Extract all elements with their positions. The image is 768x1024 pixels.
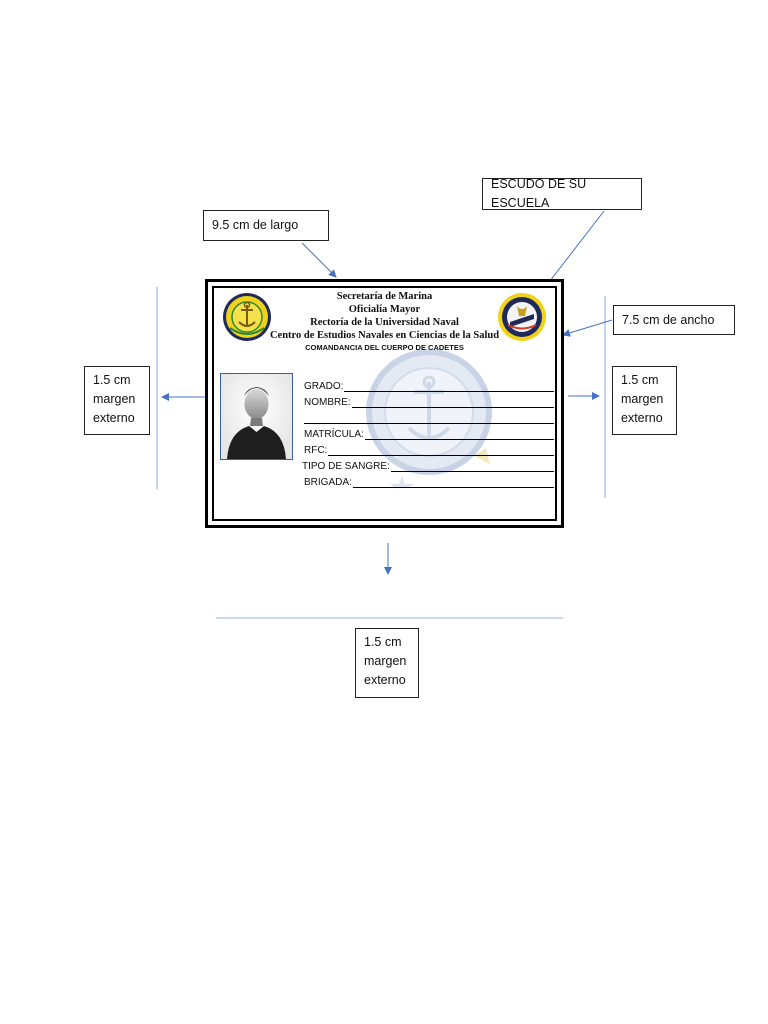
right-margin-callout: 1.5 cm margen externo: [612, 366, 677, 435]
field-matricula-line[interactable]: [364, 439, 554, 440]
length-callout-text: 9.5 cm de largo: [212, 218, 299, 232]
field-matricula-label: MATRÍCULA:: [304, 429, 364, 440]
left-margin-callout: 1.5 cm margen externo: [84, 366, 150, 435]
right-margin-line-1: 1.5 cm: [621, 373, 659, 387]
card-header: Secretaría de Marina Oficialía Mayor Rec…: [259, 290, 510, 353]
width-callout: 7.5 cm de ancho: [613, 305, 735, 335]
photo-placeholder: [220, 373, 293, 460]
field-nombre-label: NOMBRE:: [304, 397, 351, 408]
header-line-1: Secretaría de Marina: [336, 291, 433, 302]
field-grado: GRADO:: [304, 379, 554, 395]
field-tipo-de-sangre-label: TIPO DE SANGRE:: [302, 461, 390, 472]
bottom-margin-line-3: externo: [364, 673, 406, 687]
card-fields: GRADO: NOMBRE: MATRÍCULA: RFC: TIPO DE S…: [302, 379, 554, 491]
right-margin-line-3: externo: [621, 411, 663, 425]
field-brigada-line[interactable]: [352, 487, 554, 488]
field-nombre-continuation: [304, 411, 554, 427]
field-tipo-de-sangre: TIPO DE SANGRE:: [302, 459, 554, 475]
length-callout: 9.5 cm de largo: [203, 210, 329, 241]
field-brigada-label: BRIGADA:: [304, 477, 352, 488]
field-nombre-continuation-line[interactable]: [304, 423, 554, 424]
field-brigada: BRIGADA:: [304, 475, 554, 491]
bottom-margin-line-2: margen: [364, 654, 407, 668]
school-crest-callout: ESCUDO DE SU ESCUELA: [482, 177, 642, 210]
left-margin-line-2: margen: [93, 392, 136, 406]
id-card-inner-border: Secretaría de Marina Oficialía Mayor Rec…: [212, 286, 557, 521]
school-crest-callout-text: ESCUDO DE SU ESCUELA: [491, 177, 587, 210]
bottom-margin-line-1: 1.5 cm: [364, 635, 402, 649]
width-arrow: [562, 319, 613, 337]
field-matricula: MATRÍCULA:: [304, 427, 554, 443]
header-line-5: COMANDANCIA DEL CUERPO DE CADETES: [305, 343, 464, 352]
field-nombre-line[interactable]: [351, 407, 554, 408]
header-line-2: Oficialía Mayor: [348, 304, 421, 315]
field-grado-line[interactable]: [344, 391, 554, 392]
field-rfc-line[interactable]: [328, 455, 554, 456]
header-line-4: Centro de Estudios Navales en Ciencias d…: [269, 330, 500, 341]
field-rfc: RFC:: [304, 443, 554, 459]
length-arrow: [301, 242, 337, 278]
naval-school-crest-icon: [498, 293, 546, 341]
width-callout-text: 7.5 cm de ancho: [622, 312, 715, 327]
naval-watermark-icon: [366, 349, 492, 488]
id-card: Secretaría de Marina Oficialía Mayor Rec…: [205, 279, 564, 528]
bottom-margin-callout: 1.5 cm margen externo: [355, 628, 419, 698]
person-silhouette-icon: [221, 374, 292, 459]
field-tipo-de-sangre-line[interactable]: [390, 471, 554, 472]
left-margin-line-3: externo: [93, 411, 135, 425]
field-nombre: NOMBRE:: [304, 395, 554, 411]
field-rfc-label: RFC:: [304, 445, 328, 456]
left-margin-line-1: 1.5 cm: [93, 373, 131, 387]
right-margin-line-2: margen: [621, 392, 664, 406]
field-grado-label: GRADO:: [304, 381, 344, 392]
naval-school-seal-icon: [223, 293, 271, 341]
header-line-3: Rectoría de la Universidad Naval: [310, 317, 459, 328]
